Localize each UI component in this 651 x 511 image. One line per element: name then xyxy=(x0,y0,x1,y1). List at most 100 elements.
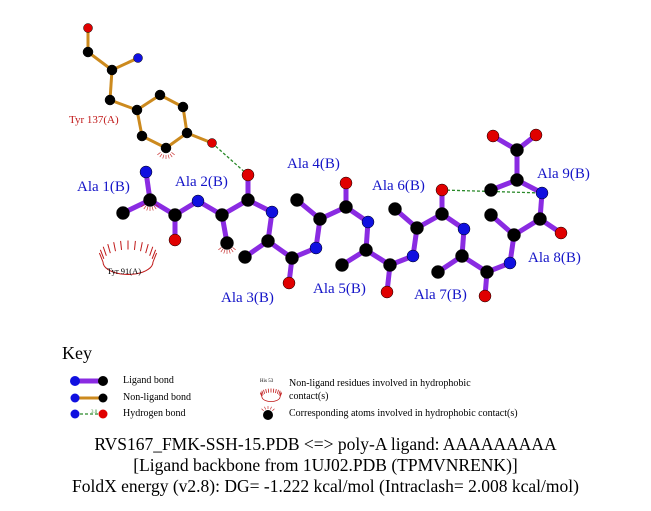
hydrophobic-contact-mark xyxy=(153,205,157,210)
hydrophobic-contact-mark xyxy=(157,152,161,156)
key-carbon-atom xyxy=(98,376,108,386)
carbon-atom xyxy=(104,94,116,106)
oxygen-atom xyxy=(207,138,217,148)
oxygen-atom xyxy=(83,23,93,33)
hydrophobic-contact-mark xyxy=(230,248,234,253)
carbon-atom xyxy=(339,200,353,214)
residue-label-tyr137: Tyr 137(A) xyxy=(69,114,119,126)
carbon-atom xyxy=(435,207,449,221)
carbon-atom xyxy=(455,249,469,263)
key-hydrophobic-example: His 53 xyxy=(260,379,274,384)
key-hydrogen-bond-label: Hydrogen bond xyxy=(123,408,186,419)
hydrophobic-arc-tyr91-spike xyxy=(107,244,111,254)
carbon-atom xyxy=(484,183,498,197)
carbon-atom xyxy=(106,64,118,76)
key-hydrophobic-atom xyxy=(263,410,273,420)
carbon-atom xyxy=(220,236,234,250)
hydrophobic-contact-mark xyxy=(155,204,159,208)
nitrogen-atom xyxy=(309,241,323,255)
oxygen-atom xyxy=(380,285,394,299)
hydrophobic-contact-mark xyxy=(171,152,175,156)
residue-label-ala5: Ala 5(B) xyxy=(313,281,366,297)
nitrogen-atom xyxy=(265,205,279,219)
carbon-atom xyxy=(484,208,498,222)
residue-label-tyr91: Tyr 91(A) xyxy=(107,266,142,276)
carbon-atom xyxy=(383,258,397,272)
carbon-atom xyxy=(181,127,193,139)
hydrophobic-arc-tyr91-spike xyxy=(149,246,154,256)
key-hydrophobic-spike xyxy=(272,408,275,412)
carbon-atom xyxy=(116,206,130,220)
carbon-atom xyxy=(335,258,349,272)
residue-label-ala4: Ala 4(B) xyxy=(287,156,340,172)
carbon-atom xyxy=(82,46,94,58)
nitrogen-atom xyxy=(133,53,143,63)
hydrophobic-contact-mark xyxy=(220,248,224,253)
carbon-atom xyxy=(388,202,402,216)
carbon-atom xyxy=(285,251,299,265)
nitrogen-atom xyxy=(191,194,205,208)
hydrogen-bond xyxy=(211,142,249,176)
hydrophobic-contact-mark xyxy=(146,206,149,211)
residue-label-ala6: Ala 6(B) xyxy=(372,178,425,194)
hydrophobic-contact-mark xyxy=(151,206,154,211)
hydrophobic-arc-tyr91 xyxy=(102,261,154,276)
key-hydrophobic-arc-spike xyxy=(260,391,263,396)
carbon-atom xyxy=(136,130,148,142)
carbon-atom xyxy=(143,193,157,207)
key-hydrophobic-arc-spike xyxy=(265,389,267,394)
nitrogen-atom xyxy=(457,222,471,236)
caption-line-3: FoldX energy (v2.8): DG= -1.222 kcal/mol… xyxy=(72,476,579,496)
carbon-atom xyxy=(160,142,172,154)
hydrophobic-arc-tyr91-spike xyxy=(102,246,107,256)
key-hydrophobic-arc-spike xyxy=(278,390,281,395)
oxygen-atom xyxy=(282,276,296,290)
carbon-atom xyxy=(131,104,143,116)
oxygen-atom xyxy=(478,289,492,303)
oxygen-atom xyxy=(435,183,449,197)
residue-label-ala2: Ala 2(B) xyxy=(175,174,228,190)
residue-label-ala8: Ala 8(B) xyxy=(528,250,581,266)
oxygen-atom xyxy=(529,128,543,142)
key-hydrophobic-arc-spike xyxy=(263,389,266,394)
hydrophobic-arc-tyr91-spike xyxy=(99,249,105,259)
residue-label-ala3: Ala 3(B) xyxy=(221,290,274,306)
key-hydrophobic-spike xyxy=(261,408,264,412)
carbon-atom xyxy=(261,234,275,248)
key-hydrophobic-spike xyxy=(264,406,266,410)
key-title: Key xyxy=(62,343,92,363)
hydrophobic-contact-mark xyxy=(223,249,226,254)
hydrophobic-contact-mark xyxy=(143,205,147,210)
hydrophobic-arc-tyr91-spike xyxy=(152,252,158,263)
nitrogen-atom xyxy=(535,186,549,200)
carbon-atom xyxy=(313,212,327,226)
carbon-atom xyxy=(241,193,255,207)
key-hydrophobic-spike xyxy=(270,406,272,410)
hydrophobic-contact-mark xyxy=(162,154,165,159)
key-nitrogen-atom xyxy=(70,409,80,419)
carbon-atom xyxy=(154,89,166,101)
key-hydrophobic-residues-label-2: contact(s) xyxy=(289,391,329,402)
key-non-ligand-bond-label: Non-ligand bond xyxy=(123,392,192,403)
key-hydrophobic-arc-spike xyxy=(279,392,282,398)
nitrogen-atom xyxy=(139,165,153,179)
key-hydrophobic-residues-label: Non-ligand residues involved in hydropho… xyxy=(289,378,471,389)
carbon-atom xyxy=(533,212,547,226)
hydrophobic-arc-tyr91-spike xyxy=(145,244,149,254)
key-carbon-atom xyxy=(98,393,108,403)
caption-line-1: RVS167_FMK-SSH-15.PDB <=> poly-A ligand:… xyxy=(94,434,557,454)
carbon-atom xyxy=(431,265,445,279)
hydrophobic-arc-tyr91-spike xyxy=(140,242,143,252)
residue-label-ala7: Ala 7(B) xyxy=(414,287,467,303)
nitrogen-atom xyxy=(406,249,420,263)
key-ligand-bond-label: Ligand bond xyxy=(123,375,174,386)
hydrophobic-arc-tyr91-spike xyxy=(98,252,104,263)
carbon-atom xyxy=(177,101,189,113)
hydrophobic-contact-mark xyxy=(169,153,173,158)
carbon-atom xyxy=(480,265,494,279)
nitrogen-atom xyxy=(361,215,375,229)
hydrophobic-arc-tyr91-spike xyxy=(113,242,116,252)
carbon-atom xyxy=(507,228,521,242)
hydrophobic-contact-mark xyxy=(167,154,170,159)
hydrophobic-contact-mark xyxy=(232,247,236,251)
